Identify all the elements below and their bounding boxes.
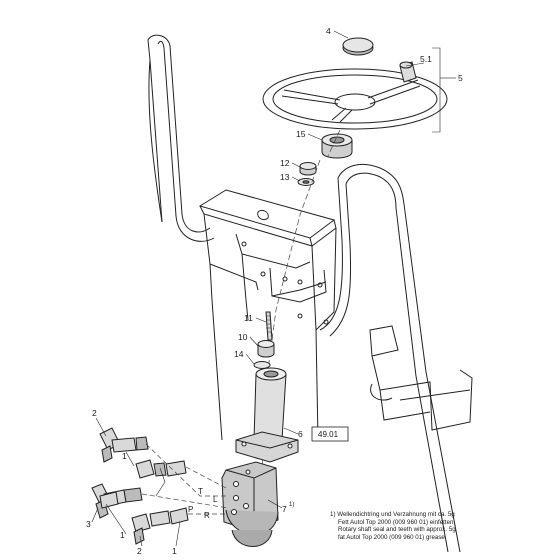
footnote-line-4: fat Autol Top 2000 (009 960 01) grease.	[338, 533, 447, 541]
callout-3: 3	[86, 519, 91, 529]
callout-7: 7	[282, 504, 287, 514]
leader-lines	[91, 30, 456, 547]
callout-7-footnote-mark: 1)	[289, 502, 294, 508]
fitting-1-middle	[99, 491, 119, 509]
bushing-10	[257, 340, 275, 358]
footnote-line-1: 1) Wellendichtring und Verzahnung mit ca…	[330, 511, 455, 518]
steering-valve-7	[221, 461, 279, 547]
callout-1-middle: 1	[120, 530, 125, 540]
steering-wheel	[262, 68, 448, 130]
right-frame	[319, 163, 473, 553]
nut-12	[299, 162, 317, 176]
callout-14: 14	[234, 349, 244, 359]
port-r: R	[204, 511, 210, 520]
center-axis	[261, 129, 341, 471]
callout-15: 15	[296, 129, 306, 139]
footnote-line-3: Rotary shaft seal and teeth with approx.…	[338, 526, 456, 534]
callout-13: 13	[280, 172, 290, 182]
hub-15	[321, 133, 353, 159]
port-l: L	[213, 495, 218, 504]
washer-13	[297, 178, 315, 186]
callout-10: 10	[238, 332, 248, 342]
callout-1-lower: 1	[172, 546, 177, 556]
callout-2-lower: 2	[137, 546, 142, 556]
callout-4: 4	[326, 26, 331, 36]
reference-box-label: 49.01	[318, 430, 339, 439]
fitting-1-lower	[169, 507, 189, 525]
fitting-2-upper	[99, 427, 149, 463]
callout-2-upper: 2	[92, 408, 97, 418]
callout-6: 6	[298, 429, 303, 439]
port-connection-lines	[141, 443, 229, 515]
fitting-1-upper	[135, 459, 187, 479]
reference-box	[311, 426, 349, 442]
steering-column-housing	[198, 189, 337, 441]
callout-1-upper: 1	[122, 451, 127, 461]
footnote-line-2: Fett Autol Top 2000 (009 960 01) einfett…	[338, 518, 456, 526]
footnote: 1) Wellendichtring und Verzahnung mit ca…	[330, 511, 555, 541]
port-p: P	[188, 505, 193, 514]
fitting-2-lower	[131, 510, 171, 545]
steering-column-6	[235, 367, 299, 463]
ring-14	[253, 361, 271, 369]
callout-5-1: 5.1	[420, 54, 432, 64]
callout-11: 11	[244, 313, 253, 323]
wheel-cap	[342, 37, 374, 56]
callout-12: 12	[280, 158, 290, 168]
shaft-11	[265, 311, 273, 341]
spinner-knob	[399, 61, 417, 83]
callout-5: 5	[458, 73, 463, 83]
left-rollbar	[147, 34, 215, 242]
port-t: T	[198, 487, 203, 496]
